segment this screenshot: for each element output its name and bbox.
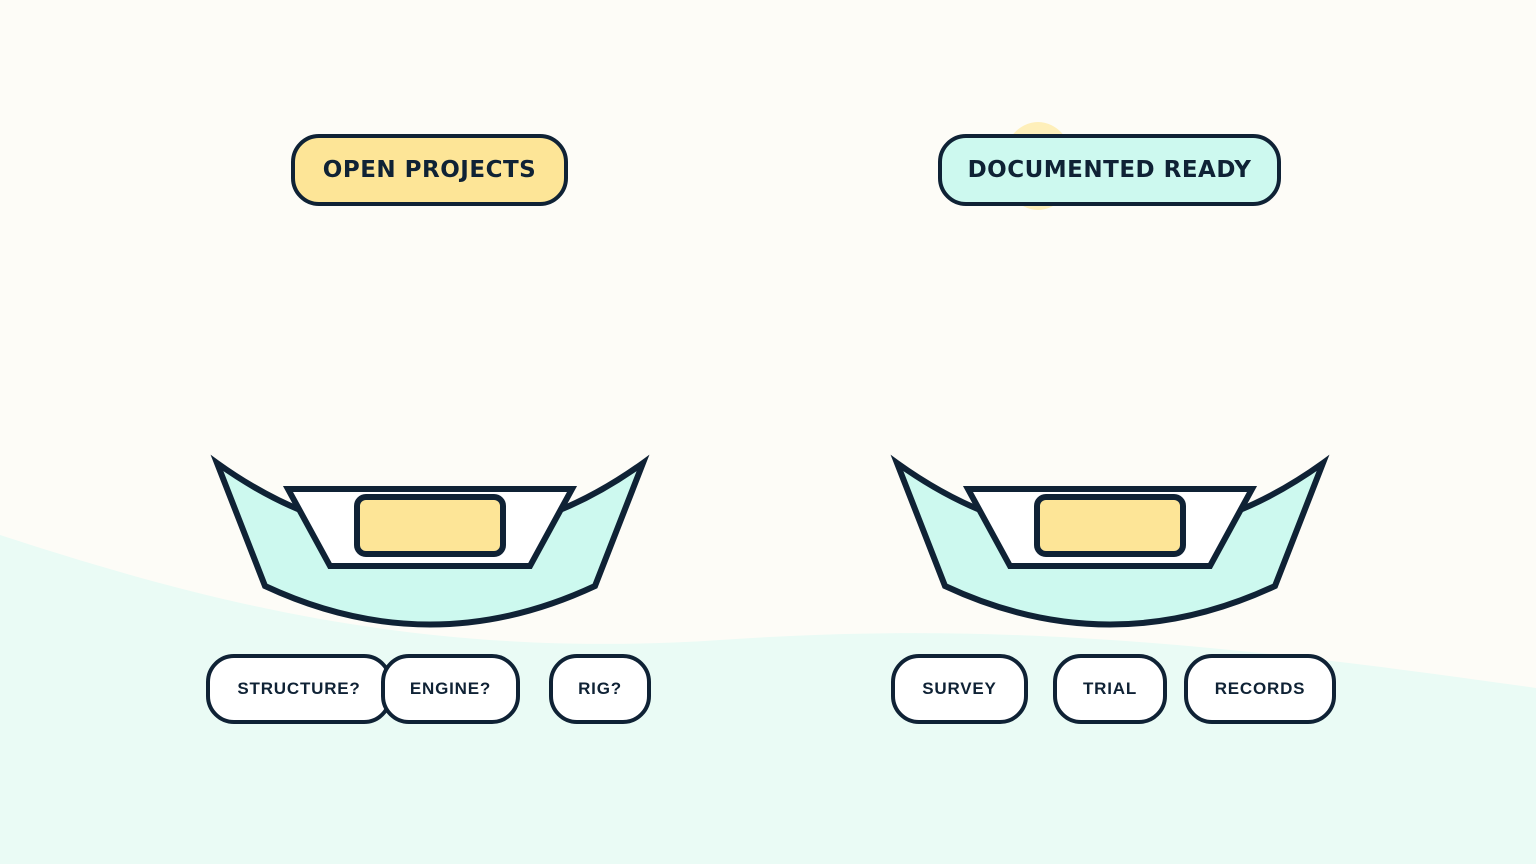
- tag-records: RECORDS: [1184, 654, 1336, 724]
- open-projects-label: OPEN PROJECTS: [291, 134, 568, 206]
- tag-structure: STRUCTURE?: [206, 654, 392, 724]
- tag-trial: TRIAL: [1053, 654, 1167, 724]
- left-boat-cargo: [354, 494, 506, 557]
- right-boat: [890, 454, 1330, 628]
- ground-wave: [0, 535, 1536, 864]
- documented-ready-label: DOCUMENTED READY: [938, 134, 1281, 206]
- tag-survey: SURVEY: [891, 654, 1028, 724]
- tag-engine: ENGINE?: [381, 654, 520, 724]
- right-boat-cargo: [1034, 494, 1186, 557]
- left-boat: [210, 454, 650, 628]
- tag-rig: RIG?: [549, 654, 651, 724]
